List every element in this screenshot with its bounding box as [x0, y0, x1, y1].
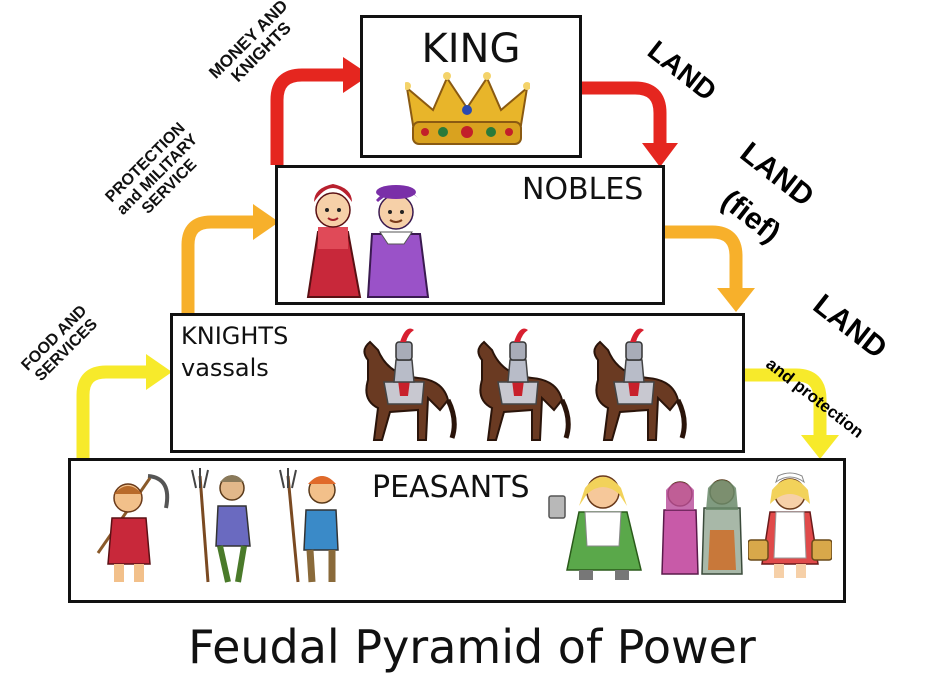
arrow-money-knights-head: [343, 57, 370, 93]
king-label: KING: [421, 26, 521, 72]
arrow-protection-head: [253, 204, 279, 240]
peasants-label: PEASANTS: [372, 470, 530, 505]
knight-icon-2: [477, 328, 571, 441]
peasant-women-icon: [661, 479, 743, 575]
arrow-land-1: [582, 81, 667, 145]
arrow-land-3-head: [801, 435, 839, 459]
arrow-protection: [181, 215, 255, 315]
knight-icon-3: [593, 328, 687, 441]
peasant-woman-tankard-icon: [548, 475, 642, 580]
nobles-illustration: [306, 184, 430, 298]
knights-label: KNIGHTS: [181, 322, 289, 350]
milkmaid-icon: [748, 472, 832, 578]
knights-sublabel: vassals: [181, 354, 269, 382]
arrow-land-1-head: [642, 143, 678, 167]
arrow-land-2: [665, 225, 743, 290]
arrow-land-2-head: [717, 288, 755, 312]
arrow-money-knights: [270, 68, 345, 165]
arrow-food-head: [146, 354, 172, 390]
peasant-pitchfork-icon-1: [191, 468, 251, 583]
peasant-pitchfork-icon-2: [279, 468, 339, 583]
arrow-land-3: [744, 368, 827, 437]
crown-icon: [405, 72, 530, 145]
arrow-food: [76, 365, 148, 460]
peasant-scythe-icon: [96, 474, 170, 582]
nobles-label: NOBLES: [522, 172, 644, 207]
knight-icon-1: [363, 328, 457, 441]
page-title: Feudal Pyramid of Power: [188, 620, 756, 674]
